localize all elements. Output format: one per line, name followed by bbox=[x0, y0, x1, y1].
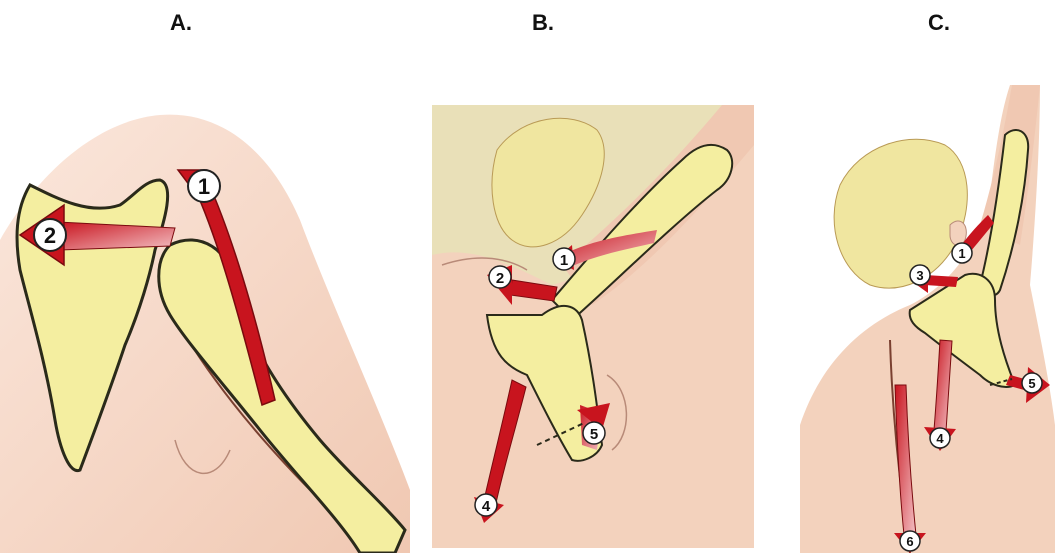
svg-text:6: 6 bbox=[906, 534, 913, 549]
svg-text:1: 1 bbox=[198, 174, 210, 199]
marker-6: 6 bbox=[900, 531, 920, 551]
svg-text:5: 5 bbox=[1028, 376, 1035, 391]
panel-b-label: B. bbox=[532, 10, 554, 36]
svg-text:1: 1 bbox=[958, 246, 965, 261]
marker-5: 5 bbox=[583, 422, 605, 444]
panel-a-shoulder-illustration: 1 2 bbox=[0, 110, 410, 553]
svg-text:2: 2 bbox=[44, 223, 56, 248]
head-hair bbox=[834, 139, 967, 288]
svg-text:1: 1 bbox=[560, 252, 568, 269]
svg-text:4: 4 bbox=[482, 498, 491, 515]
svg-text:5: 5 bbox=[590, 426, 598, 443]
marker-5: 5 bbox=[1022, 373, 1042, 393]
panel-b-shoulder-illustration: 1 2 5 4 bbox=[432, 105, 754, 548]
marker-2: 2 bbox=[489, 266, 511, 288]
svg-text:4: 4 bbox=[936, 431, 944, 446]
svg-text:2: 2 bbox=[496, 270, 504, 287]
marker-4: 4 bbox=[930, 428, 950, 448]
panel-a-label: A. bbox=[170, 10, 192, 36]
marker-1: 1 bbox=[553, 248, 575, 270]
marker-2: 2 bbox=[34, 219, 66, 251]
marker-4: 4 bbox=[475, 494, 497, 516]
marker-1: 1 bbox=[188, 170, 220, 202]
marker-3: 3 bbox=[910, 265, 930, 285]
marker-1: 1 bbox=[952, 243, 972, 263]
panel-c-back-illustration: 1 3 5 4 6 bbox=[800, 85, 1055, 553]
panel-c-label: C. bbox=[928, 10, 950, 36]
svg-text:3: 3 bbox=[916, 268, 923, 283]
